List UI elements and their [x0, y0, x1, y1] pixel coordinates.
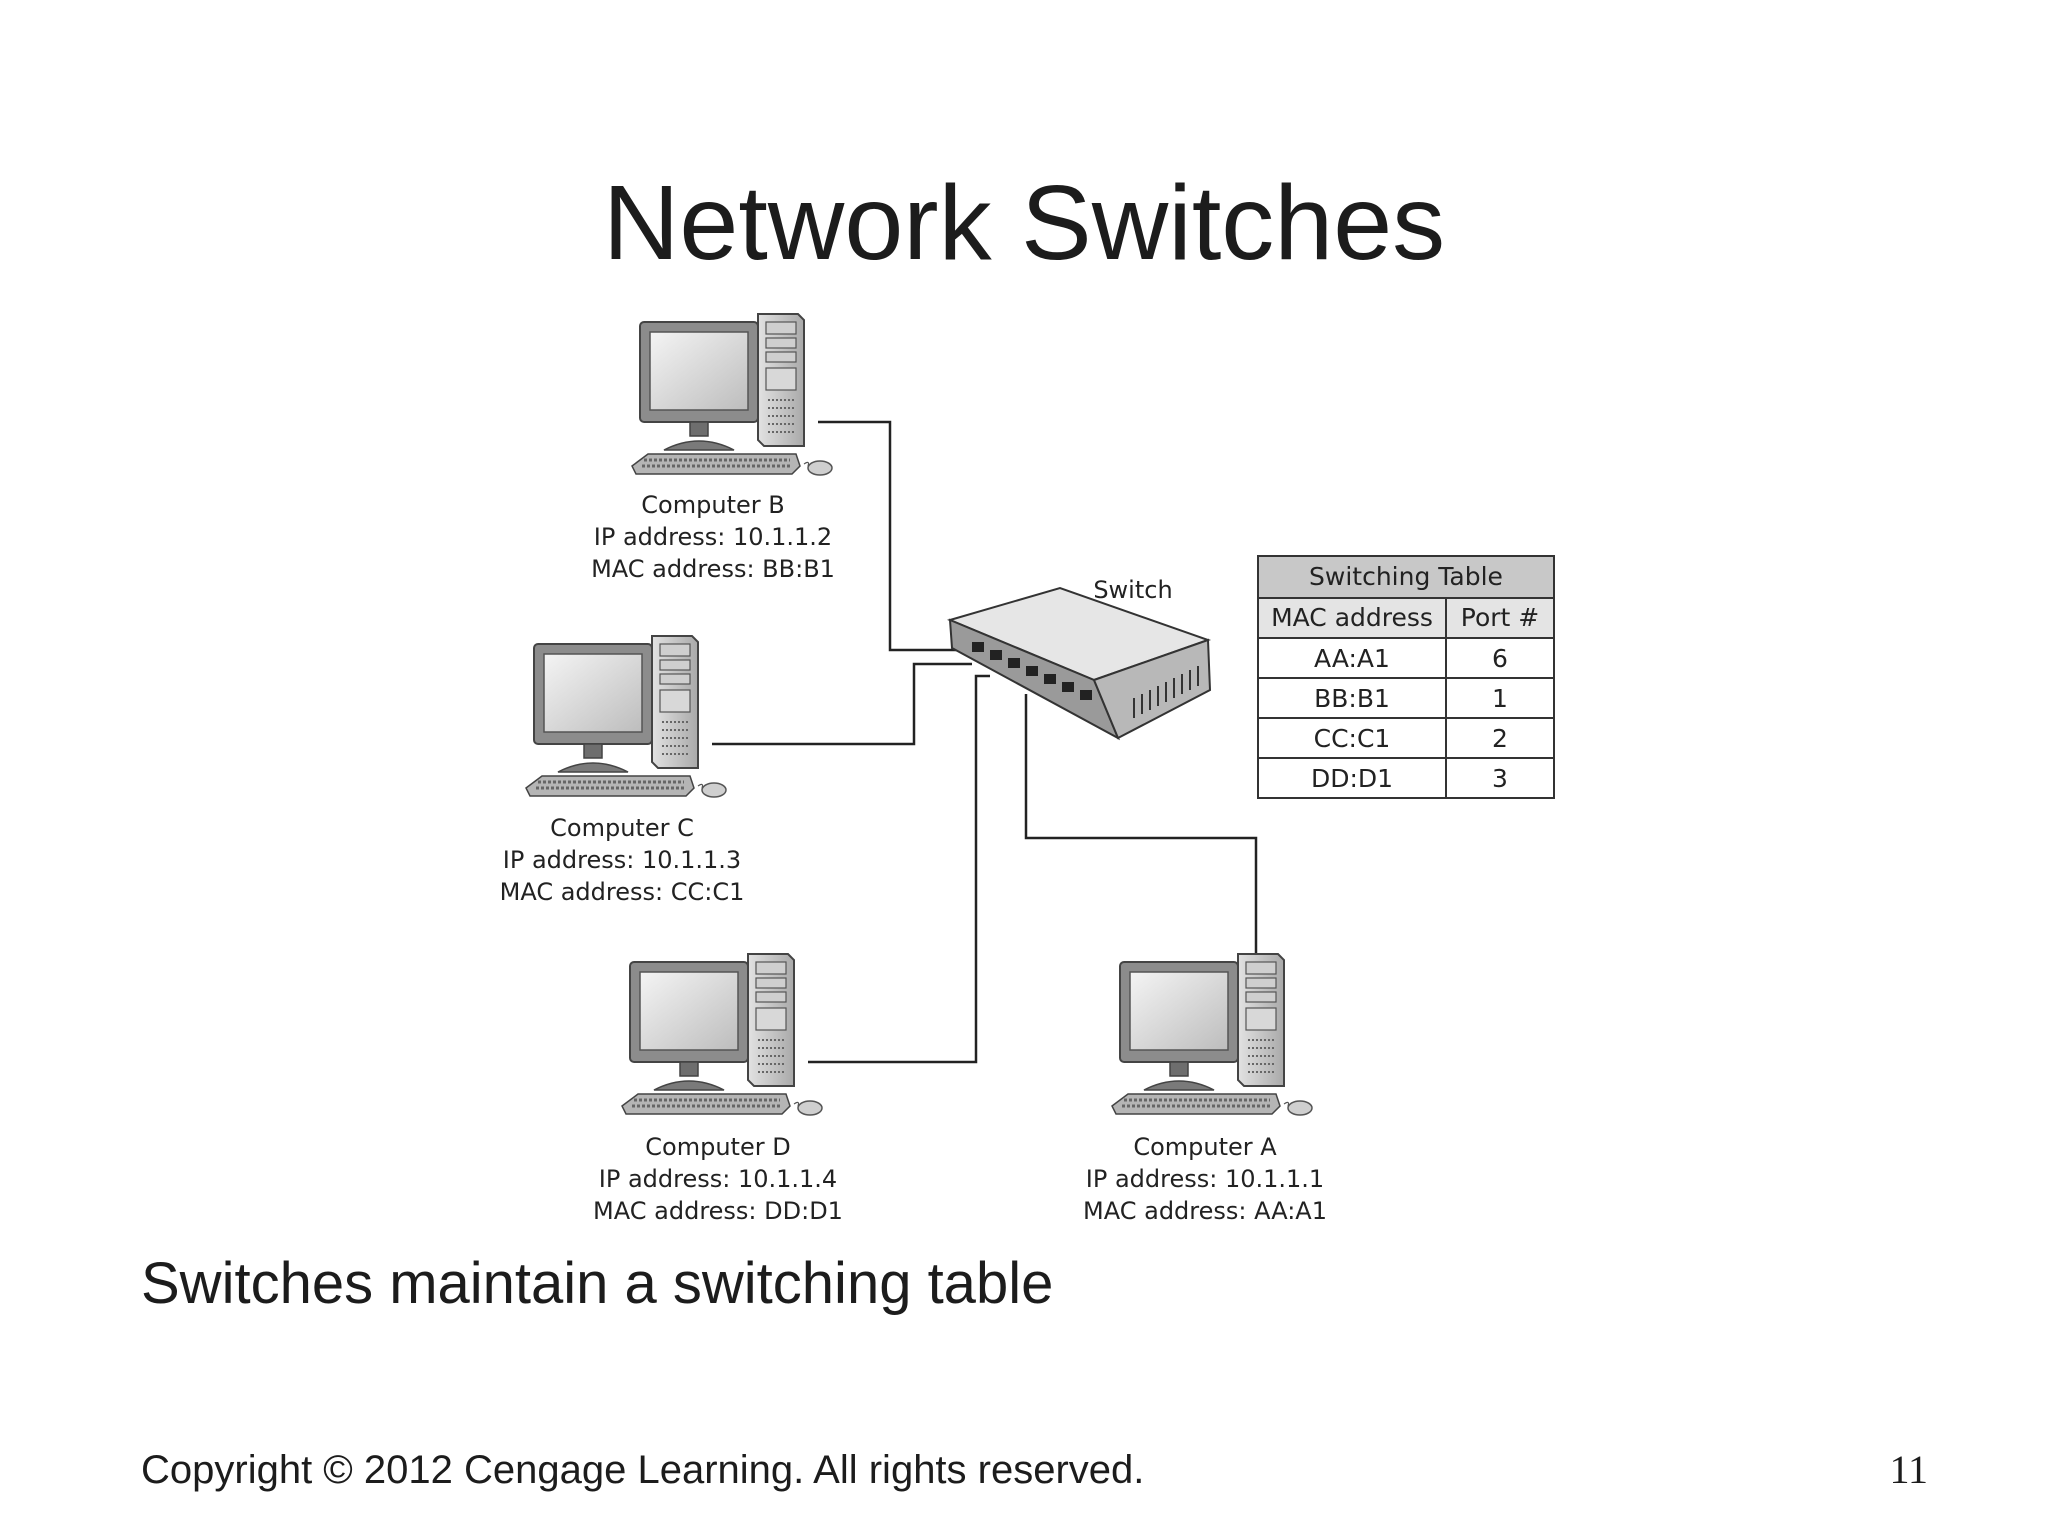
table-cell-port: 6	[1492, 644, 1508, 673]
table-cell-port: 2	[1492, 724, 1508, 753]
switch-label: Switch	[1093, 576, 1172, 604]
computer-a-ip: IP address: 10.1.1.1	[1086, 1165, 1324, 1193]
computer-d-ip: IP address: 10.1.1.4	[599, 1165, 837, 1193]
switching-table-title: Switching Table	[1309, 562, 1503, 591]
computer-d-label: Computer D IP address: 10.1.1.4 MAC addr…	[593, 1133, 843, 1225]
computer-b-name: Computer B	[641, 491, 784, 519]
cable-computer-b	[818, 420, 958, 652]
copyright-footer: Copyright © 2012 Cengage Learning. All r…	[141, 1448, 1145, 1492]
table-cell-mac: BB:B1	[1314, 684, 1390, 713]
cable-computer-c	[712, 662, 972, 746]
page-number: 11	[1889, 1447, 1928, 1492]
computer-a-mac: MAC address: AA:A1	[1083, 1197, 1327, 1225]
computer-a-label: Computer A IP address: 10.1.1.1 MAC addr…	[1083, 1133, 1327, 1225]
switch-icon	[946, 586, 1212, 741]
table-cell-mac: DD:D1	[1311, 764, 1393, 793]
computer-c-mac: MAC address: CC:C1	[500, 878, 745, 906]
slide-caption: Switches maintain a switching table	[141, 1251, 1054, 1316]
switching-table: Switching Table MAC address Port # AA:A1…	[1257, 555, 1555, 799]
computer-c-label: Computer C IP address: 10.1.1.3 MAC addr…	[500, 814, 745, 906]
table-cell-mac: CC:C1	[1314, 724, 1391, 753]
computer-b-ip: IP address: 10.1.1.2	[594, 523, 832, 551]
computer-a-icon	[1110, 952, 1314, 1117]
computer-c-ip: IP address: 10.1.1.3	[503, 846, 741, 874]
slide-title: Network Switches	[602, 164, 1446, 282]
table-cell-port: 3	[1492, 764, 1508, 793]
computer-b-mac: MAC address: BB:B1	[591, 555, 835, 583]
computer-d-icon	[620, 952, 824, 1117]
computer-a-name: Computer A	[1133, 1133, 1277, 1161]
cable-computer-d	[808, 674, 990, 1064]
computer-c-icon	[524, 634, 728, 799]
switching-table-header-port: Port #	[1461, 603, 1539, 632]
cable-computer-a	[1024, 694, 1258, 954]
computer-b-label: Computer B IP address: 10.1.1.2 MAC addr…	[591, 491, 835, 583]
computer-d-mac: MAC address: DD:D1	[593, 1197, 843, 1225]
table-cell-port: 1	[1492, 684, 1508, 713]
table-cell-mac: AA:A1	[1314, 644, 1390, 673]
switching-table-header-mac: MAC address	[1271, 603, 1433, 632]
computer-d-name: Computer D	[645, 1133, 790, 1161]
computer-b-icon	[630, 312, 834, 477]
computer-c-name: Computer C	[550, 814, 694, 842]
